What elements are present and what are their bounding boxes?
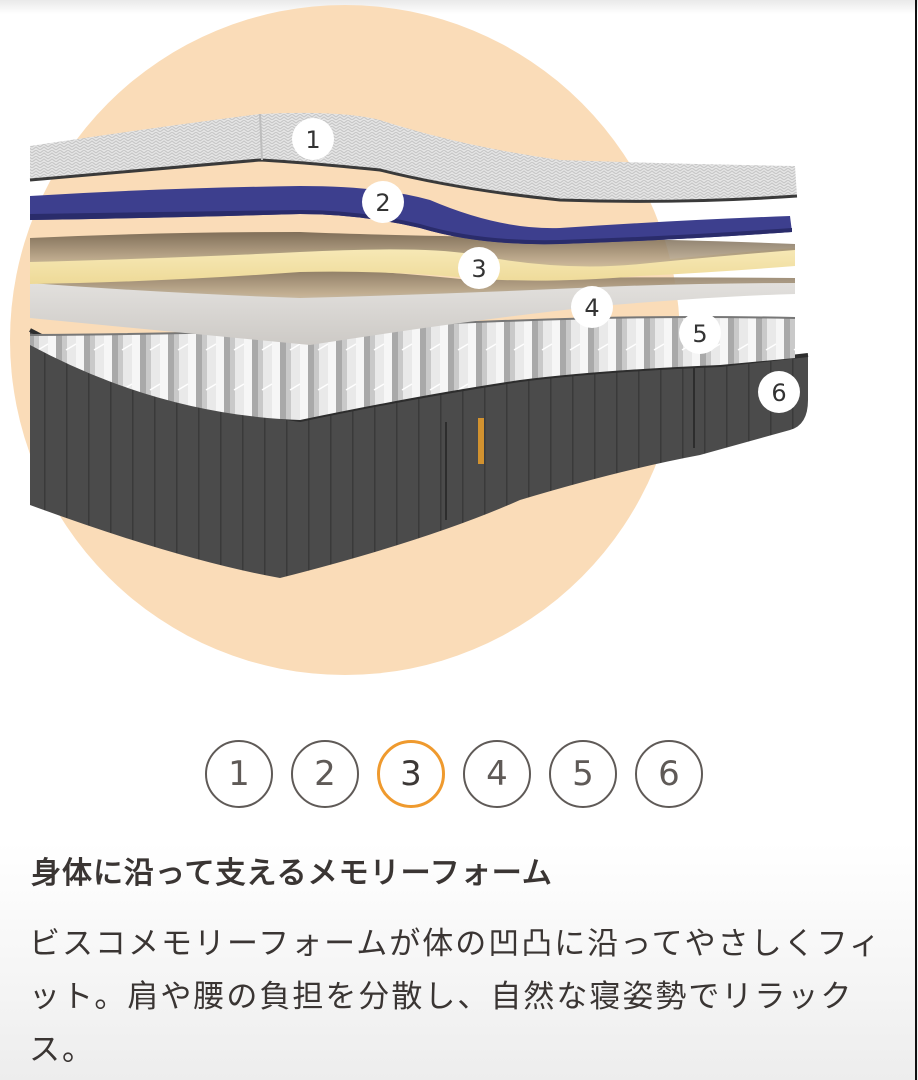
illustration-badge-2: 2 (362, 181, 404, 223)
svg-text:1: 1 (305, 126, 320, 154)
svg-text:5: 5 (692, 320, 707, 348)
svg-text:3: 3 (471, 255, 486, 283)
illustration-badge-6: 6 (758, 371, 800, 413)
top-shadow (0, 0, 918, 14)
illustration-badge-1: 1 (292, 118, 334, 160)
layer-title: 身体に沿って支えるメモリーフォーム (31, 856, 553, 891)
mattress-illustration: 1 2 3 4 5 6 (10, 5, 809, 675)
svg-text:6: 6 (771, 379, 786, 407)
label-tag (478, 418, 484, 464)
right-edge-border (915, 0, 917, 1080)
layer-selector: 1 2 3 4 5 6 (205, 738, 703, 812)
illustration-badge-5: 5 (679, 312, 721, 354)
layer-button-5[interactable]: 5 (549, 740, 617, 808)
layer-button-1[interactable]: 1 (205, 740, 273, 808)
layer-description: ビスコメモリーフォームが体の凹凸に沿ってやさしくフィット。肩や腰の負担を分散し、… (29, 926, 883, 1068)
svg-text:2: 2 (375, 189, 390, 217)
layer-button-4[interactable]: 4 (463, 740, 531, 808)
illustration-badge-3: 3 (458, 247, 500, 289)
layer-button-2[interactable]: 2 (291, 740, 359, 808)
illustration-badge-4: 4 (571, 286, 613, 328)
svg-text:4: 4 (584, 294, 599, 322)
layer-button-3[interactable]: 3 (377, 740, 445, 808)
layer-button-6[interactable]: 6 (635, 740, 703, 808)
